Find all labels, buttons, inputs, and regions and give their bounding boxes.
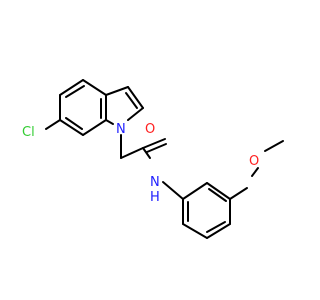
chlorine-label: Cl <box>22 125 35 140</box>
bond <box>105 86 129 96</box>
bond <box>182 182 208 200</box>
bond <box>59 79 84 96</box>
bond <box>120 147 144 159</box>
bonds <box>45 79 284 239</box>
bond <box>59 119 84 136</box>
methoxy-oxygen-label: O <box>249 154 259 169</box>
bond <box>65 85 85 98</box>
bond <box>105 119 114 125</box>
bond <box>182 223 208 239</box>
bond <box>229 187 248 200</box>
bond <box>162 181 184 200</box>
bond <box>251 167 259 177</box>
bond <box>45 119 61 130</box>
bond <box>264 140 284 152</box>
bond <box>142 147 151 159</box>
bond <box>142 138 166 149</box>
bond <box>127 86 144 109</box>
molecule-structure: Cl N O N H O <box>22 79 284 239</box>
bond <box>82 119 107 136</box>
bond <box>206 182 231 200</box>
bond <box>125 92 138 109</box>
amide-hydrogen-label: H <box>150 190 160 205</box>
bond <box>206 221 226 233</box>
bond <box>146 143 167 153</box>
amide-nitrogen-label: N <box>150 175 160 190</box>
carbonyl-oxygen-label: O <box>145 122 155 137</box>
molecule-canvas: Cl N O N H O <box>22 79 284 239</box>
bond <box>65 117 83 130</box>
bond <box>82 79 107 96</box>
bond <box>206 223 231 239</box>
bond <box>208 188 227 202</box>
indole-nitrogen-label: N <box>116 122 126 137</box>
atom-labels: Cl N O N H O <box>22 122 259 205</box>
bond <box>127 107 144 121</box>
